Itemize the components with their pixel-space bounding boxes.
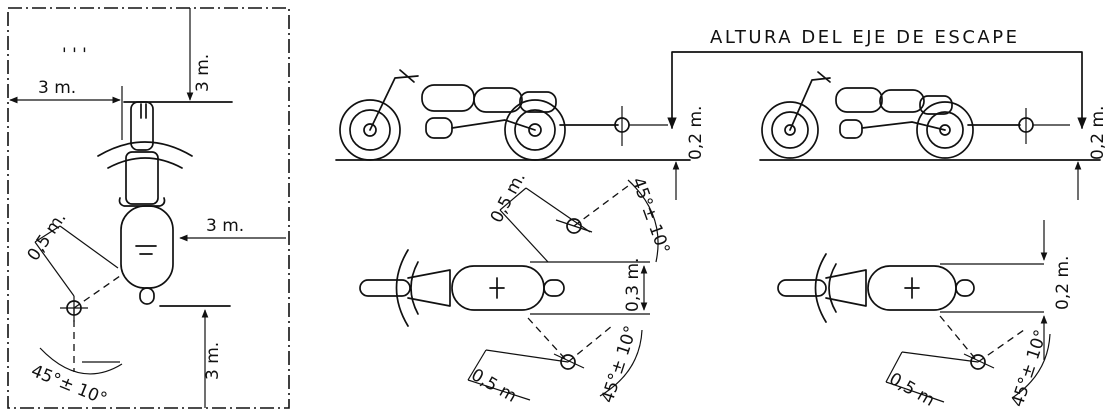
dim-upper-ref — [499, 209, 549, 263]
angle-lower-arc — [599, 329, 643, 397]
dim-bottom-label: 3 m. — [203, 342, 223, 380]
dim-diag-arrow — [34, 225, 61, 243]
exhaust-lower-axis-b — [939, 315, 979, 363]
dim-lower-b-ext2 — [901, 351, 979, 363]
motorcycle-top-view-left — [97, 101, 193, 305]
dim-center-label: 0,3 m. — [623, 258, 643, 312]
dim-upper-ext — [525, 187, 591, 233]
height-label-b: 0,2 m. — [1088, 106, 1108, 160]
angle-upper-arc — [627, 179, 659, 263]
dim-lower-arrow — [467, 379, 531, 401]
motorcycle-top-view-a — [359, 249, 628, 327]
exhaust-upper-a — [566, 218, 582, 234]
plan-view-b: 0,2 m. 0,5 m 45°± 10° — [777, 220, 1073, 411]
dim-upper-arrow — [499, 187, 527, 211]
angle-lower-b-arc — [1011, 333, 1051, 399]
dim-top-label: 3 m. — [193, 54, 213, 92]
angle-lower-b-label: 45°± 10° — [1008, 327, 1052, 409]
dim-diag-ext — [59, 225, 119, 269]
dim-lower-label: 0,5 m — [468, 365, 520, 407]
exhaust-upper-axis — [573, 185, 629, 227]
angle-lower-label: 45°± 10° — [598, 323, 642, 405]
exhaust-upper-cross — [555, 219, 593, 233]
angle-label: 45°± 10° — [28, 361, 110, 409]
top-mark: ' ' ' — [62, 45, 87, 65]
dim-lower-b-arrow — [885, 381, 945, 403]
dim-left-label: 3 m. — [38, 78, 76, 98]
angle-upper-label: 45°± 10° — [627, 175, 673, 257]
diagram-title: ALTURA DEL EJE DE ESCAPE — [710, 27, 1019, 48]
exhaust-lower-axis-a — [527, 317, 569, 363]
motorcycle-side-a — [339, 69, 619, 161]
height-label-a: 0,2 m. — [686, 106, 706, 160]
dim-upper-label: 0,5 m. — [487, 169, 530, 226]
plan-view-a: 0,5 m. 45°± 10° 0,3 m. 0,5 m 45°± 10° — [359, 169, 673, 407]
dim-lower-ext2 — [485, 349, 569, 363]
dim-lower-b-label: 0,5 m — [886, 369, 938, 411]
left-panel: ' ' ' 3 m. 3 m. 3 m. 3 m. — [7, 7, 290, 410]
dim-lower-ext1 — [467, 349, 487, 381]
exhaust-lower-ref-b — [977, 329, 1025, 363]
dim-right-label: 3 m. — [206, 216, 244, 236]
exhaust-lower-b — [970, 354, 986, 370]
measurement-zone-border — [7, 7, 290, 409]
motorcycle-side-b — [761, 71, 1021, 159]
side-view-a: 0,2 m. — [335, 69, 706, 200]
exhaust-lower-a — [560, 354, 576, 370]
angle-arc — [39, 347, 123, 375]
dim-diag-label: 0,5 m. — [24, 209, 71, 265]
dim-center-b-label: 0,2 m. — [1053, 256, 1073, 310]
title-bracket — [671, 51, 1083, 119]
exhaust-axis — [73, 275, 121, 309]
exhaust-lower-ref — [567, 325, 613, 363]
side-view-b: 0,2 m. — [759, 71, 1108, 200]
motorcycle-top-view-b — [777, 253, 1044, 323]
dim-lower-b-ext1 — [885, 351, 903, 383]
dim-diag-ref — [34, 241, 75, 297]
